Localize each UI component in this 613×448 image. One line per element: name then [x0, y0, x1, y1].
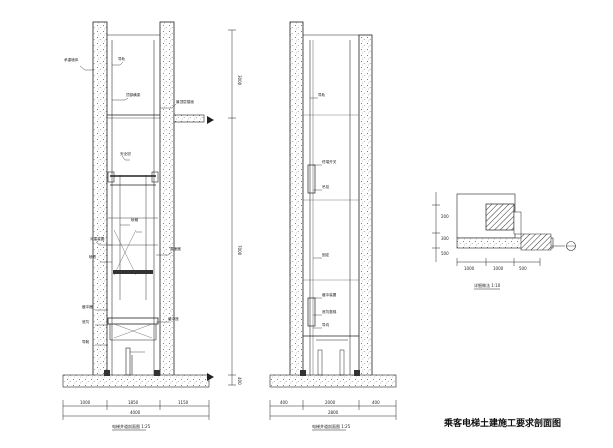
left-label-bottom-note: 缓冲座: [168, 316, 179, 321]
middle-dim-w3: 400: [372, 400, 380, 405]
middle-label-travel-switch: 终端开关: [322, 159, 337, 164]
detail-dim-h1: 200: [441, 214, 449, 219]
detail-dim-w1: 1000: [464, 266, 475, 271]
detail-dim-w2: 1000: [493, 266, 504, 271]
middle-wall-a: [289, 21, 304, 385]
middle-label-rail: 导轨: [318, 92, 326, 97]
left-label-counterweight: 对重装置: [90, 236, 105, 241]
detail-dim-h2: 300: [441, 236, 449, 241]
left-label-safety-gear: 安全钳: [120, 151, 131, 156]
middle-label-fixing: 固定: [322, 252, 330, 257]
left-label-pit: 底坑: [82, 319, 90, 324]
left-label-car: 轿厢: [131, 217, 139, 222]
middle-label-guide: 导向: [322, 322, 330, 327]
left-dim-w1: 1000: [80, 400, 91, 405]
left-label-top-floor: 最顶层楼面: [176, 99, 194, 104]
middle-pit-slab: [269, 374, 397, 388]
detail-section: 200 300 500 1000 1000 500 详细做法 1:10: [432, 192, 576, 290]
left-label-car-platform: 轿底: [89, 254, 97, 259]
left-label-rail: 导轨: [118, 56, 126, 61]
left-dim-total: 4000: [130, 410, 141, 415]
left-caption: 电梯井道剖面图 1:25: [112, 423, 151, 429]
detail-floor-slab: [456, 237, 554, 249]
detail-step-block: [520, 233, 552, 251]
left-dim-middle: 7000: [237, 245, 242, 256]
left-wall-b: [159, 21, 175, 385]
detail-dim-h3: 500: [441, 251, 449, 256]
left-label-guide-shoe: 导靴: [82, 339, 90, 344]
left-pit-slab: [62, 374, 210, 388]
middle-label-hanger: 吊挂: [322, 184, 330, 189]
left-top-slab: [173, 114, 205, 123]
middle-section: 400 2000 400 2800 导轨 终端开关 吊挂 固定 缓冲装置 底坑爬…: [269, 21, 397, 431]
detail-block: [485, 203, 515, 231]
drawing-title: 乘客电梯土建施工要求剖面图: [443, 417, 561, 429]
left-dim-w2: 1850: [128, 400, 139, 405]
left-dim-top: 3000: [237, 75, 242, 86]
left-label-wall: 承重墙体: [64, 57, 79, 62]
middle-caption: 电梯井道剖面图 1:25: [312, 423, 351, 429]
middle-dim-total: 2800: [328, 410, 339, 415]
left-wall-a: [92, 21, 108, 385]
detail-caption: 详细做法 1:10: [474, 282, 501, 288]
left-label-top-beam: 顶部横梁: [126, 92, 141, 97]
left-dim-bottom: 400: [237, 377, 242, 385]
left-label-right-note: 限速器: [170, 246, 181, 251]
left-label-buffer: 缓冲器: [82, 304, 93, 309]
detail-dim-w3: 500: [519, 266, 527, 271]
left-dim-w3: 1150: [178, 400, 189, 405]
middle-label-buffer: 缓冲装置: [322, 292, 337, 297]
left-section: 3000 7000 400 1000 1850 1150 4000: [62, 21, 242, 431]
middle-dim-w2: 2000: [325, 400, 336, 405]
middle-label-pit-ladder: 底坑爬梯: [322, 309, 337, 314]
middle-wall-b: [358, 34, 373, 385]
middle-dim-w1: 400: [280, 400, 288, 405]
